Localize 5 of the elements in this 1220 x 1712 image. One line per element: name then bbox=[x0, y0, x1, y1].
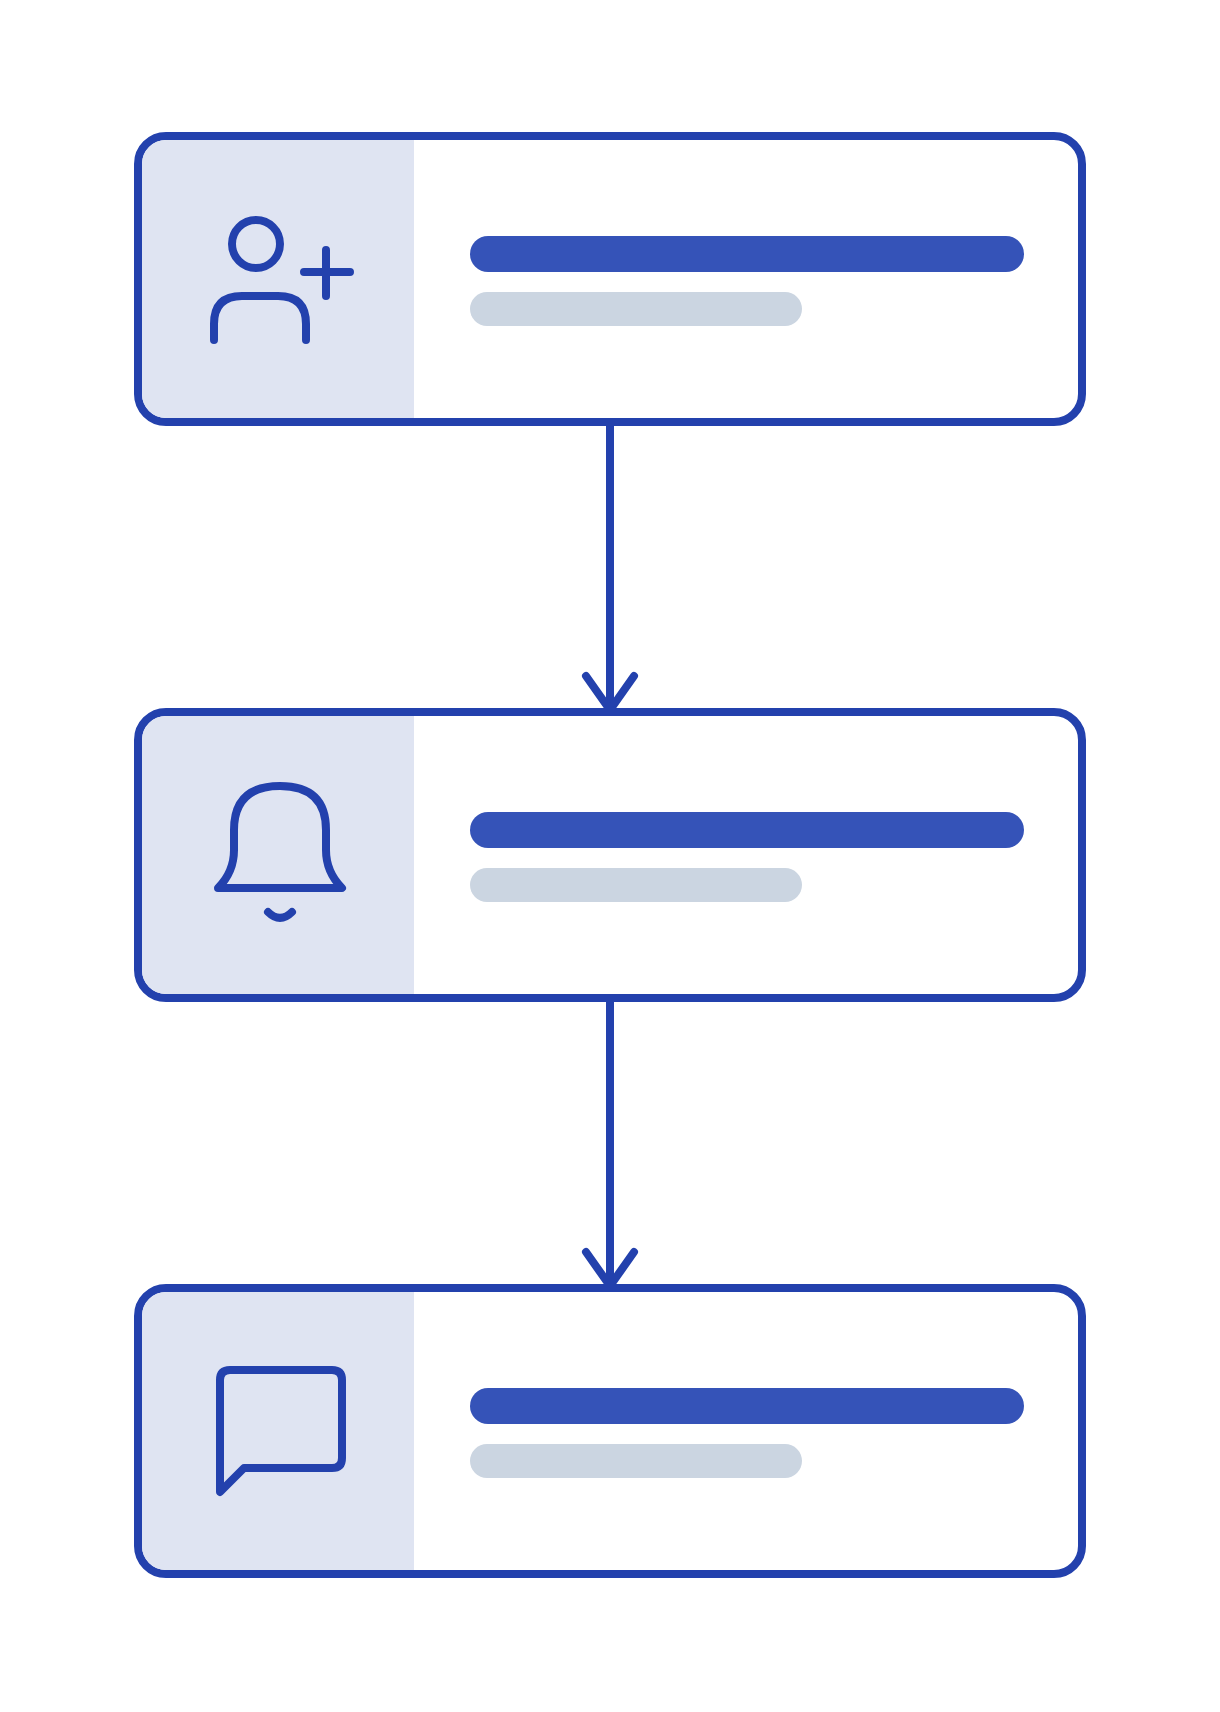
card bbox=[134, 132, 1086, 426]
card bbox=[134, 708, 1086, 1002]
card bbox=[134, 1284, 1086, 1578]
arrow bbox=[582, 426, 638, 714]
arrow bbox=[582, 1002, 638, 1290]
